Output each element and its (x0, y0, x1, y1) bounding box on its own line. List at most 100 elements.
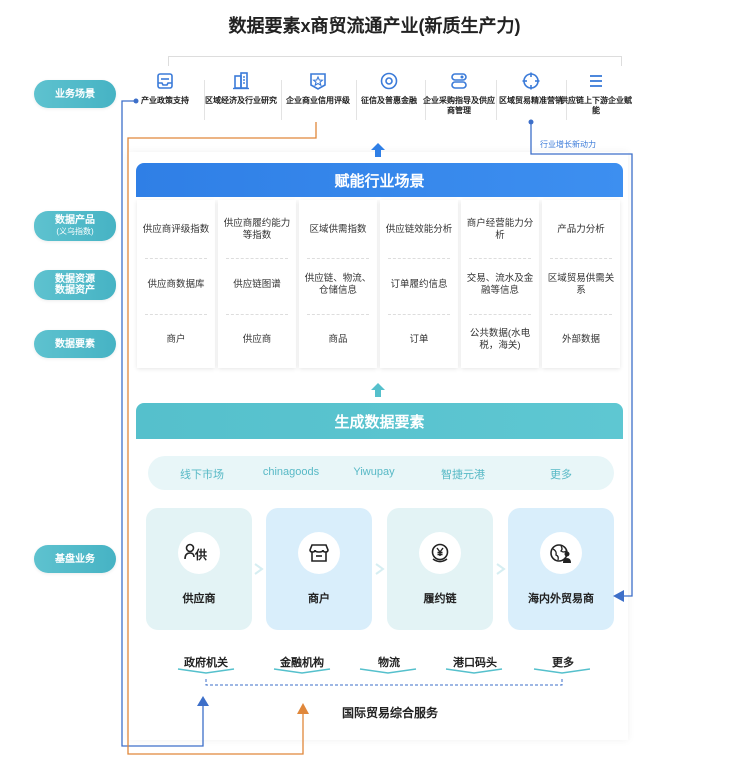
data-product-cell: 供应链效能分析 (385, 224, 453, 235)
chevron-right-icon (496, 563, 506, 575)
cell-divider (469, 258, 531, 259)
cell-divider (388, 258, 450, 259)
data-product-cell: 商户经营能力分析 (466, 218, 534, 241)
source-item: 智捷元港 (441, 469, 485, 481)
empower-title: 赋能行业场景 (334, 172, 425, 190)
grid-column: 供应链效能分析 订单履约信息 订单 (380, 200, 458, 368)
supplier-icon-text: 供 (194, 547, 207, 562)
grid-column: 供应商评级指数 供应商数据库 商户 (137, 200, 215, 368)
data-resource-cell: 交易、流水及金融等信息 (466, 273, 534, 296)
generate-title: 生成数据要素 (334, 413, 425, 431)
grid-column: 区域供需指数 供应链、物流、仓储信息 商品 (299, 200, 377, 368)
source-item: chinagoods (262, 466, 320, 478)
chevron-right-icon (375, 563, 385, 575)
label-data-resources: 数据资源 数据资产 (34, 270, 116, 300)
service-item: 更多 (552, 657, 574, 669)
service-item: 金融机构 (280, 657, 324, 669)
data-resource-cell: 供应链图谱 (233, 279, 281, 290)
label-base-business: 基盘业务 (34, 545, 116, 573)
label-subtext: (义乌指数) (56, 227, 94, 236)
cell-divider (469, 314, 531, 315)
scenario-divider (204, 80, 205, 120)
grid-column: 供应商履约能力等指数 供应链图谱 供应商 (218, 200, 296, 368)
source-item: 线下市场 (180, 469, 224, 481)
source-item: Yiwupay (353, 466, 395, 478)
target-circle-icon (353, 70, 425, 92)
cell-divider (145, 314, 207, 315)
label-text: 业务场景 (55, 88, 95, 100)
service-connector (177, 668, 590, 686)
scenario-item: 产业政策支持 (129, 70, 201, 106)
service-item: 物流 (378, 657, 400, 669)
data-resource-cell: 区域贸易供需关系 (547, 273, 615, 296)
data-element-cell: 外部数据 (561, 334, 600, 345)
cell-divider (145, 258, 207, 259)
menu-lines-icon (560, 70, 632, 92)
scenario-divider (425, 80, 426, 120)
yen-cycle-icon (419, 532, 461, 574)
up-arrow-icon (371, 383, 385, 397)
base-card-label: 供应商 (182, 593, 216, 605)
cell-divider (550, 314, 612, 315)
storefront-icon (298, 532, 340, 574)
page-title: 数据要素x商贸流通产业(新质生产力) (228, 16, 521, 36)
document-tray-icon (129, 70, 201, 92)
cell-divider (307, 314, 369, 315)
label-text: 数据资源 (55, 274, 95, 285)
cell-divider (226, 314, 288, 315)
label-data-elements: 数据要素 (34, 330, 116, 358)
scenario-frame (168, 56, 622, 66)
globe-person-icon (540, 532, 582, 574)
base-card-label: 商户 (308, 593, 330, 605)
scenario-label: 区域贸易精准营销 (499, 96, 563, 105)
base-card-fulfillment: 履约链 (387, 508, 493, 630)
base-card-label: 履约链 (423, 593, 457, 605)
base-card-supplier: 供 供应商 (146, 508, 252, 630)
label-text: 数据要素 (55, 338, 95, 350)
cell-divider (388, 314, 450, 315)
supplier-person-icon: 供 (178, 532, 220, 574)
base-card-label: 海内外贸易商 (528, 593, 594, 605)
data-product-cell: 产品力分析 (557, 224, 605, 235)
source-item: 更多 (550, 469, 572, 481)
up-arrow-icon (371, 143, 385, 157)
label-text: 数据资产 (55, 285, 95, 296)
scenario-label: 企业商业信用评级 (286, 96, 350, 105)
scenario-label: 产业政策支持 (141, 96, 189, 105)
intl-service-title: 国际贸易综合服务 (341, 706, 438, 720)
grid-column: 产品力分析 区域贸易供需关系 外部数据 (542, 200, 620, 368)
scenario-item: 企业商业信用评级 (282, 70, 354, 106)
cell-divider (550, 258, 612, 259)
star-badge-icon (282, 70, 354, 92)
base-card-merchant: 商户 (266, 508, 372, 630)
data-element-cell: 订单 (409, 334, 429, 345)
label-text: 基盘业务 (55, 553, 95, 565)
city-buildings-icon (205, 70, 277, 92)
scenario-item: 区域贸易精准营销 (495, 70, 567, 106)
data-element-cell: 商户 (166, 334, 186, 345)
label-text: 数据产品 (55, 215, 95, 226)
chevron-right-icon (254, 563, 264, 575)
cell-divider (226, 258, 288, 259)
cell-divider (307, 258, 369, 259)
label-data-products: 数据产品 (义乌指数) (34, 211, 116, 241)
scenario-label: 征信及普惠金融 (361, 96, 417, 105)
scenario-divider (566, 80, 567, 120)
data-element-cell: 供应商 (242, 334, 272, 345)
scenario-item: 企业采购指导及供应商管理 (423, 70, 495, 116)
service-item: 政府机关 (184, 657, 228, 669)
service-item: 港口码头 (453, 657, 497, 669)
data-product-cell: 供应商评级指数 (142, 224, 210, 235)
grid-column: 商户经营能力分析 交易、流水及金融等信息 公共数据(水电税，海关) (461, 200, 539, 368)
scenario-label: 供应链上下游企业赋能 (560, 96, 632, 115)
data-element-cell: 公共数据(水电税，海关) (469, 328, 531, 351)
data-product-cell: 区域供需指数 (309, 224, 367, 235)
scenario-item: 征信及普惠金融 (353, 70, 425, 106)
scenario-divider (356, 80, 357, 120)
data-product-cell: 供应商履约能力等指数 (223, 218, 291, 241)
data-element-cell: 商品 (328, 334, 348, 345)
source-bar (148, 456, 614, 490)
scenario-divider (281, 80, 282, 120)
growth-note: 行业增长新动力 (540, 140, 596, 149)
profile-card-icon (423, 70, 495, 92)
